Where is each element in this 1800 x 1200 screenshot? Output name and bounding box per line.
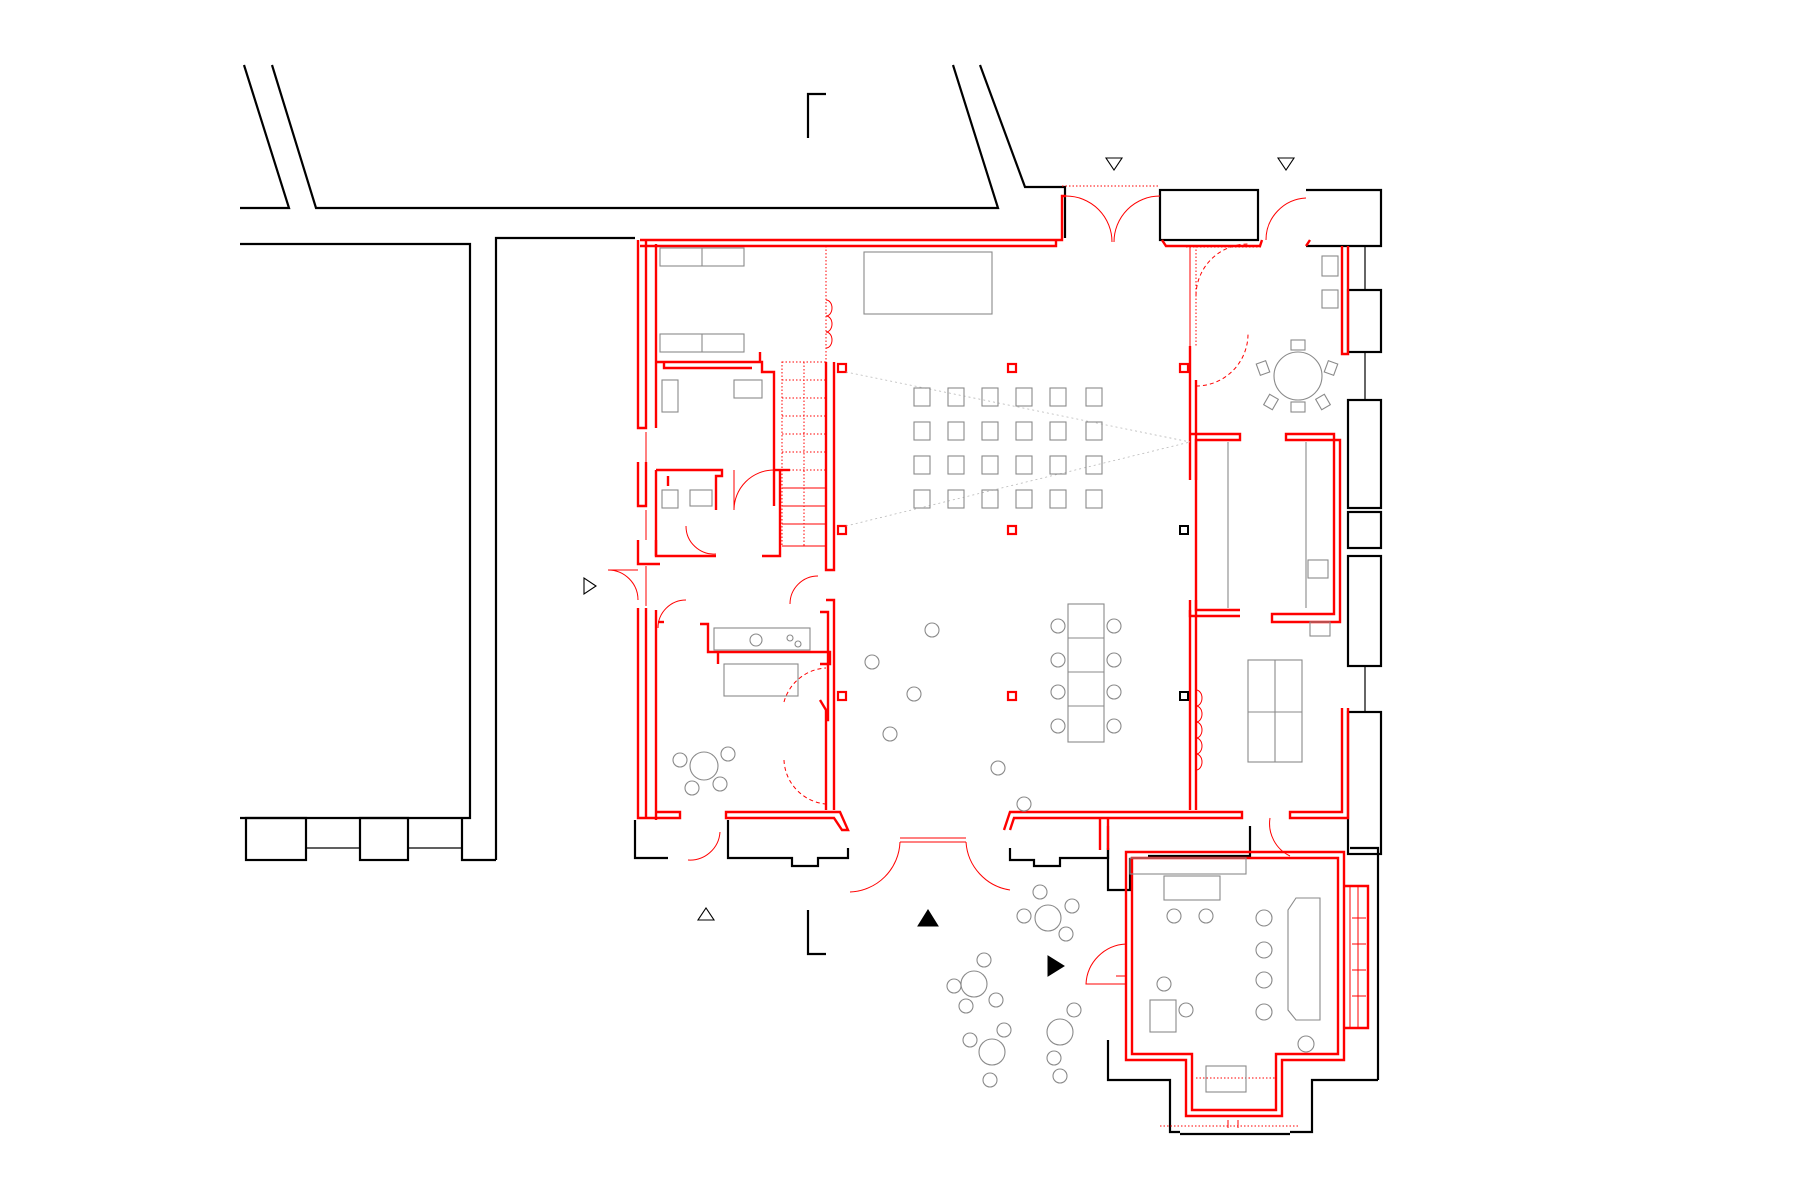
projection-lines xyxy=(845,371,1191,527)
column xyxy=(836,690,848,702)
section-marker-bottom xyxy=(806,910,826,956)
entrance-arrow-south xyxy=(696,907,716,921)
existing-neighbour-walls xyxy=(240,64,1383,1136)
long-table xyxy=(1067,603,1105,743)
column xyxy=(1179,691,1189,701)
bar-counter xyxy=(1287,897,1321,1021)
stair xyxy=(781,361,827,547)
column xyxy=(836,362,848,374)
furniture xyxy=(659,247,1339,1093)
stage-table xyxy=(863,251,993,315)
column xyxy=(1006,524,1018,536)
new-walls xyxy=(636,194,1370,1118)
column xyxy=(1006,362,1018,374)
entrance-arrow-west xyxy=(583,576,597,596)
column xyxy=(836,524,848,536)
section-marker-top xyxy=(806,92,826,138)
entrance-arrow-north-1 xyxy=(1104,157,1124,171)
column xyxy=(1178,362,1190,374)
main-entrance-arrow-right xyxy=(1047,955,1065,977)
main-entrance-arrow-up xyxy=(917,909,939,927)
columns xyxy=(836,362,1190,702)
column xyxy=(1179,525,1189,535)
entrance-arrow-north-2 xyxy=(1276,157,1296,171)
doors xyxy=(607,195,1307,985)
sofa xyxy=(723,663,799,697)
round-table xyxy=(1273,351,1323,401)
audience-chairs xyxy=(913,387,1103,509)
thin-red-lines xyxy=(645,185,1366,1128)
column xyxy=(1006,690,1018,702)
